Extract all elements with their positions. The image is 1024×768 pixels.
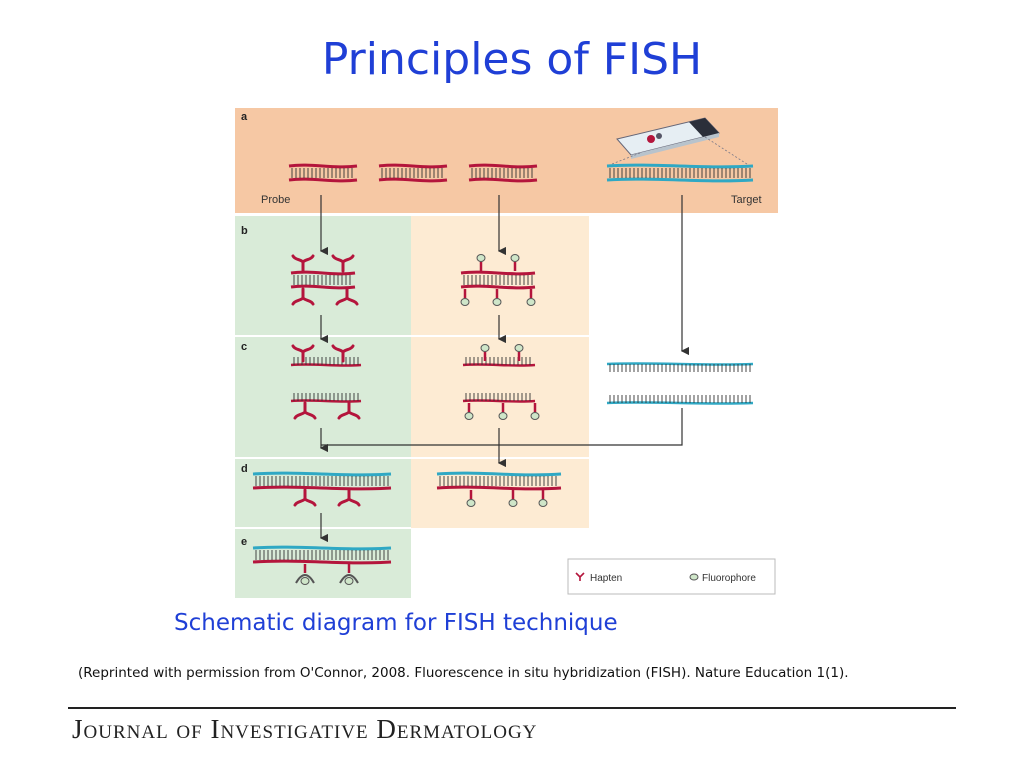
- fish-diagram: a b c d e Probe Target Hapten Fluorophor…: [235, 108, 778, 598]
- journal-logo: Journal of Investigative Dermatology: [72, 714, 538, 744]
- panel-label-e: e: [241, 536, 247, 548]
- probe-dna-2: [378, 163, 448, 183]
- legend: Hapten Fluorophore: [567, 558, 776, 595]
- antibody-fluor-2-antibody: [339, 574, 359, 584]
- hapten-c-1: [291, 344, 315, 363]
- antibody-fluor-1: [300, 577, 310, 585]
- fluor-c-2: [514, 344, 524, 352]
- target-strand-top: [606, 362, 754, 372]
- fluor-b-2: [510, 254, 520, 262]
- target-label: Target: [731, 194, 762, 206]
- hapten-d-1: [293, 488, 317, 507]
- hapten-b-2: [331, 254, 355, 273]
- fluorophore-circle-icon: [689, 573, 699, 581]
- slide-title: Principles of FISH: [321, 34, 703, 85]
- hapten-b-4: [335, 287, 359, 306]
- legend-hapten-label: Hapten: [590, 573, 622, 584]
- footer-divider: [68, 707, 956, 709]
- diagram-layer: [252, 163, 754, 585]
- hapten-probe-strand-top: [290, 357, 362, 367]
- antibody-fluor-2: [344, 577, 354, 585]
- hybrid-fluor-probe-target: [436, 471, 562, 491]
- fluor-d-1: [466, 499, 476, 507]
- hapten-b-3: [291, 287, 315, 306]
- hapten-y-icon: [575, 572, 585, 581]
- legend-fluorophore-label: Fluorophore: [702, 573, 756, 584]
- fluor-d-3: [538, 499, 548, 507]
- fluor-b-5: [526, 298, 536, 306]
- hybrid-detected: [252, 545, 392, 565]
- hapten-labeled-probe: [290, 270, 356, 290]
- reference-citation: (Reprinted with permission from O'Connor…: [78, 665, 849, 681]
- probe-dna-1: [288, 163, 358, 183]
- panel-label-d: d: [241, 463, 248, 475]
- hapten-c-4: [337, 401, 361, 420]
- hapten-c-3: [293, 401, 317, 420]
- fluor-b-3: [460, 298, 470, 306]
- hapten-d-2: [337, 488, 361, 507]
- fluorophore-labeled-probe: [460, 270, 536, 290]
- arrow-target-merge-line: [321, 408, 683, 446]
- fluor-d-2: [508, 499, 518, 507]
- microscope-slide-icon: [606, 117, 751, 167]
- probe-dna-3: [468, 163, 538, 183]
- antibody-fluor-1-antibody: [295, 574, 315, 584]
- fluor-c-3: [464, 412, 474, 420]
- fluor-probe-strand-bottom: [462, 393, 536, 403]
- fluor-b-4: [492, 298, 502, 306]
- hybrid-hapten-probe-target: [252, 471, 392, 491]
- fluor-c-4: [498, 412, 508, 420]
- fluor-c-5: [530, 412, 540, 420]
- panel-label-c: c: [241, 341, 247, 353]
- target-dna: [606, 163, 754, 183]
- hapten-c-2: [331, 344, 355, 363]
- fluor-b-1: [476, 254, 486, 262]
- target-strand-bottom: [606, 395, 754, 405]
- hapten-probe-strand-bottom: [290, 393, 362, 403]
- panel-label-a: a: [241, 111, 248, 123]
- panel-label-b: b: [241, 225, 248, 237]
- fluor-c-1: [480, 344, 490, 352]
- probe-label: Probe: [261, 194, 290, 206]
- figure-caption: Schematic diagram for FISH technique: [174, 610, 618, 636]
- hapten-b-1: [291, 254, 315, 273]
